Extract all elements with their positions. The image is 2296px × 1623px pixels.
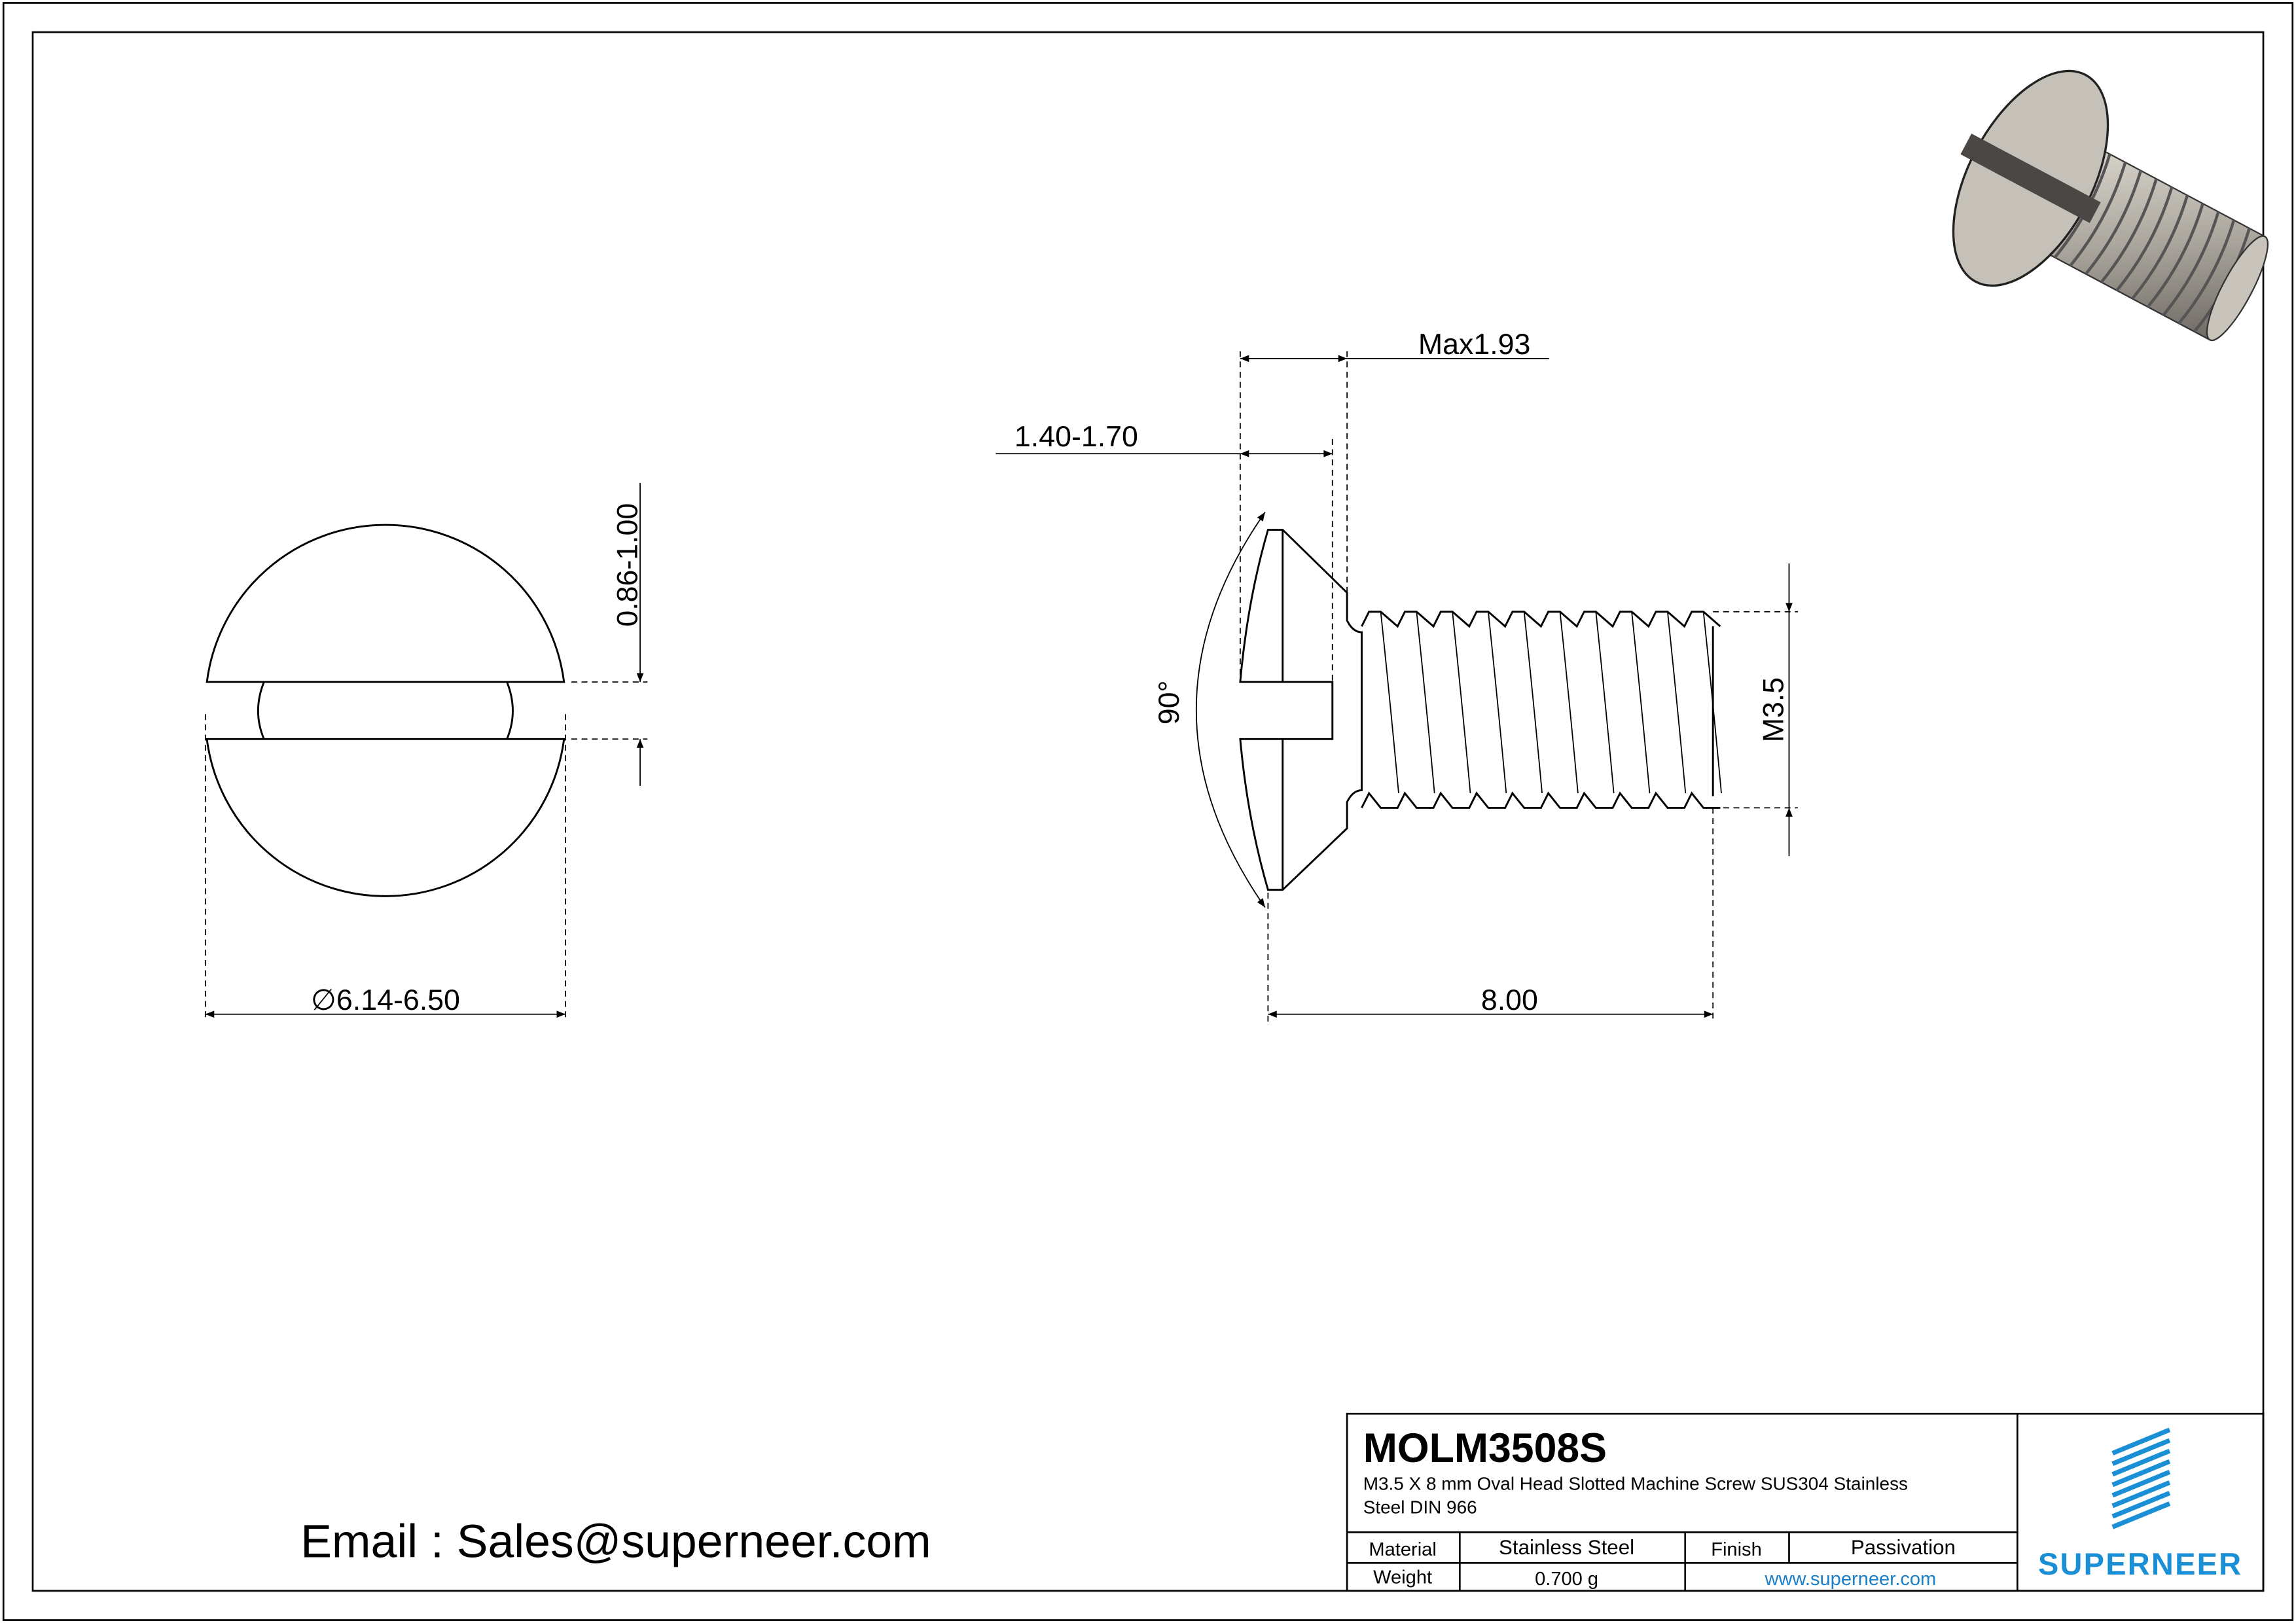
logo-stripe (2111, 1427, 2171, 1455)
diameter-dimension: ∅6.14-6.50 (311, 984, 460, 1016)
slot-depth-dimension: 1.40-1.70 (1014, 421, 1138, 453)
part-number: MOLM3508S (1363, 1425, 1607, 1471)
material-value: Stainless Steel (1499, 1536, 1634, 1559)
head-angle-dimension: 90° (1153, 681, 1185, 725)
logo-stripe (2111, 1469, 2171, 1498)
brand-logo-text: SUPERNEER (2038, 1546, 2242, 1581)
head-height-dimension: Max1.93 (1418, 329, 1531, 361)
screw-3d-render (1952, 69, 2269, 342)
length-dimension: 8.00 (1481, 984, 1538, 1016)
title-block: MOLM3508S M3.5 X 8 mm Oval Head Slotted … (1346, 1412, 2265, 1592)
inner-border (31, 31, 2265, 1592)
website-link[interactable]: www.superneer.com (1765, 1569, 1937, 1590)
material-label: Material (1369, 1539, 1436, 1560)
side-view: Max1.93 1.40-1.70 90° 8.00 M3.5 (996, 329, 1798, 1022)
logo-stripe (2111, 1438, 2171, 1467)
logo-stripe (2111, 1459, 2171, 1488)
logo-stripe (2111, 1480, 2171, 1508)
logo-stripe (2111, 1448, 2171, 1477)
logo-stripe (2111, 1491, 2171, 1519)
contact-email[interactable]: Email : Sales@superneer.com (300, 1515, 931, 1567)
weight-value: 0.700 g (1535, 1569, 1598, 1590)
superneer-logo-icon (2111, 1427, 2171, 1529)
slot-width-dimension: 0.86-1.00 (612, 503, 644, 627)
description-line1: M3.5 X 8 mm Oval Head Slotted Machine Sc… (1363, 1474, 1908, 1494)
top-view: ∅6.14-6.50 0.86-1.00 (204, 482, 648, 1022)
thread-dimension: M3.5 (1758, 677, 1790, 742)
description-line2: Steel DIN 966 (1363, 1497, 1477, 1517)
finish-value: Passivation (1851, 1536, 1956, 1559)
weight-label: Weight (1373, 1567, 1432, 1588)
finish-label: Finish (1711, 1539, 1762, 1560)
logo-stripe (2111, 1501, 2171, 1529)
